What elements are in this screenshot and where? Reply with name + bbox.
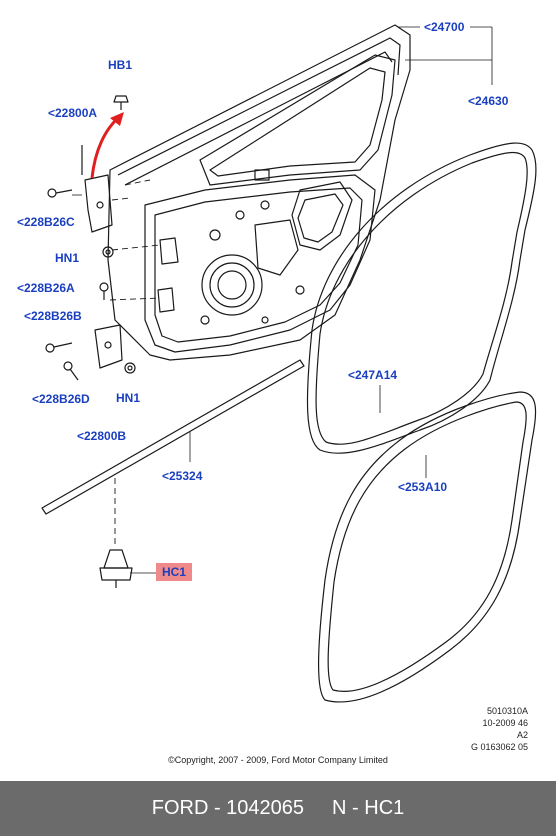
bolt-228b26b bbox=[45, 342, 73, 353]
nut-hn1-upper bbox=[102, 246, 114, 258]
drawing-meta: 5010310A 10-2009 46 A2 G 0163062 05 bbox=[471, 705, 528, 753]
door-exploded-diagram bbox=[41, 24, 537, 703]
callout-24700: <24700 bbox=[424, 20, 465, 34]
callout-228b26c: <228B26C bbox=[17, 215, 75, 229]
leader-lines bbox=[109, 179, 161, 545]
bolt-228b26a bbox=[99, 282, 109, 300]
nut-hn1-lower bbox=[124, 362, 136, 374]
callout-hn1-lower: HN1 bbox=[116, 391, 141, 405]
bolt-228b26d bbox=[63, 361, 79, 381]
door-weatherstrip-247a14 bbox=[306, 142, 537, 454]
bolt-228b26c bbox=[47, 188, 73, 198]
callout-228b26a: <228B26A bbox=[17, 281, 75, 295]
callout-hb1: HB1 bbox=[108, 58, 133, 72]
moulding-strip bbox=[41, 359, 305, 515]
callout-hn1-upper: HN1 bbox=[55, 251, 80, 265]
callout-253a10: <253A10 bbox=[398, 480, 448, 494]
meta-line-2: 10-2009 46 bbox=[482, 718, 528, 728]
callout-leaders bbox=[72, 26, 493, 574]
callout-228b26d: <228B26D bbox=[32, 392, 90, 406]
meta-line-1: 5010310A bbox=[486, 706, 528, 716]
callout-228b26b: <228B26B bbox=[24, 309, 82, 323]
callout-25324: <25324 bbox=[162, 469, 203, 483]
callout-22800a: <22800A bbox=[48, 106, 98, 120]
assembly-arrow bbox=[90, 112, 124, 179]
upper-hinge bbox=[81, 145, 113, 233]
meta-line-4: G 0163062 05 bbox=[470, 742, 528, 752]
footer-part-code: N - HC1 bbox=[332, 797, 405, 819]
callout-hc1: HC1 bbox=[156, 563, 193, 581]
part-footer: FORD - 1042065 N - HC1 bbox=[0, 781, 556, 836]
callout-22800b: <22800B bbox=[77, 429, 127, 443]
callout-247a14: <247A14 bbox=[348, 368, 398, 382]
door-shell bbox=[107, 24, 411, 361]
copyright-notice: ©Copyright, 2007 - 2009, Ford Motor Comp… bbox=[168, 755, 388, 765]
body-weatherstrip-253a10 bbox=[318, 391, 537, 703]
callout-24630: <24630 bbox=[468, 94, 509, 108]
clip-hc1 bbox=[99, 549, 133, 588]
lower-hinge bbox=[94, 324, 123, 369]
footer-part-number: FORD - 1042065 bbox=[151, 797, 305, 819]
bolt-hb1 bbox=[113, 95, 129, 110]
meta-line-3: A2 bbox=[516, 730, 528, 740]
